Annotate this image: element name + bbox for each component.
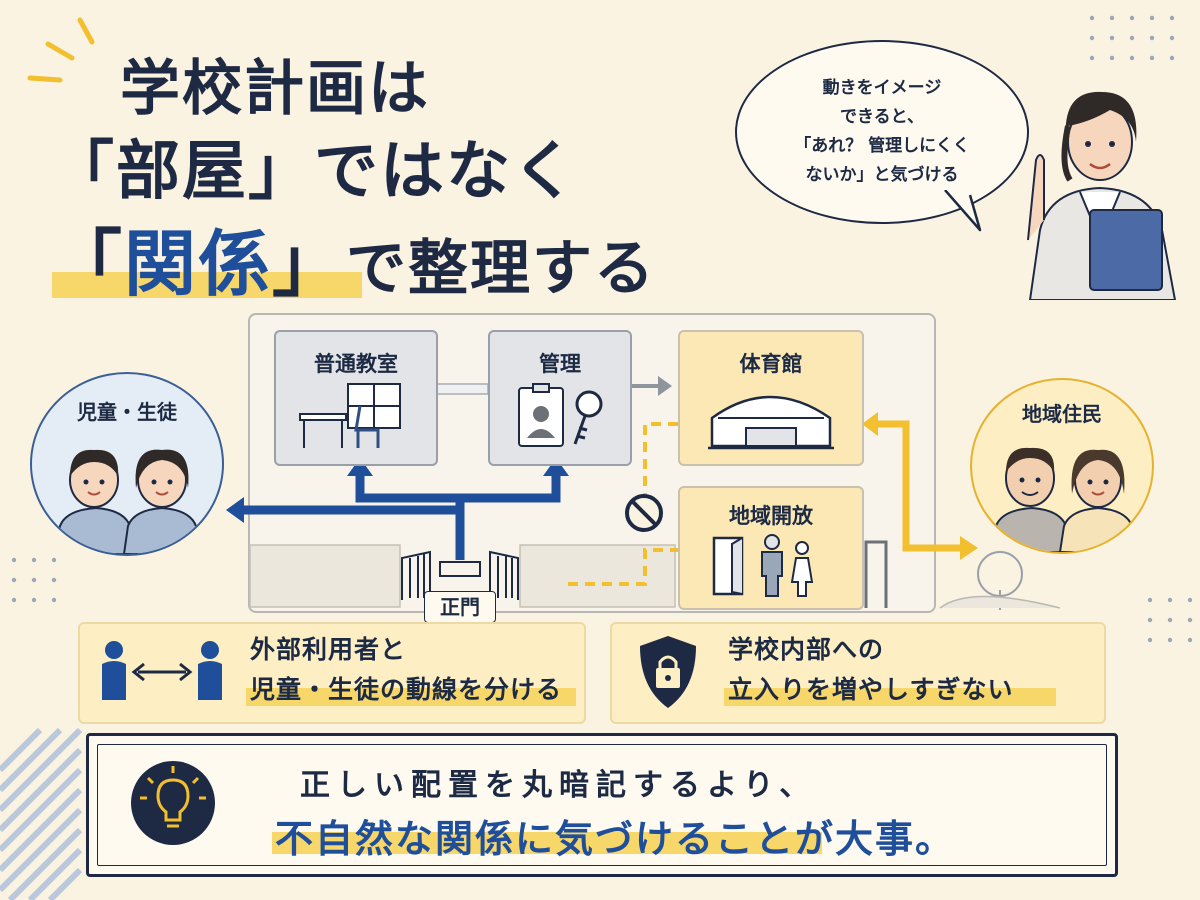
main-gate-label: 正門 — [424, 591, 496, 623]
conclusion-line1: 正しい配置を丸暗記するより、 — [300, 768, 817, 803]
people-separate-icon — [102, 641, 222, 700]
door-people-icon — [712, 534, 814, 597]
conclusion-highlight — [272, 832, 822, 854]
bubble-line: できると、 — [840, 107, 924, 127]
book-icon — [1089, 209, 1163, 291]
shield-lock-icon — [640, 636, 696, 708]
bubble-line: 動きをイメージ — [822, 78, 942, 98]
point-highlight — [724, 688, 1056, 706]
no-entry-icon — [625, 494, 663, 532]
room-community: 地域開放 — [678, 486, 864, 610]
point-security-card — [610, 622, 1106, 724]
point-separate-text: 外部利用者と 児童・生徒の動線を分ける — [250, 630, 562, 710]
desk-chair-icon — [299, 383, 401, 448]
conclusion-inner-border — [97, 744, 1107, 866]
point-highlight — [246, 688, 576, 706]
room-label: 地域開放 — [729, 504, 813, 528]
page-title-line1: 学校計画は — [120, 54, 430, 124]
arrow-right-icon — [658, 376, 672, 396]
bubble-line: 「あれ？ 管理しにくく — [794, 136, 970, 156]
group-label: 地域住民 — [1022, 402, 1102, 426]
title-em-relation: 関係 — [124, 222, 273, 306]
page-title-line3: 「関係」で整理する — [50, 205, 656, 310]
conclusion-line2: 不自然な関係に気づけることが大事。 — [275, 817, 956, 861]
room-label: 管理 — [539, 352, 581, 376]
title-bracket-close: 」ではなく — [248, 135, 578, 209]
title-highlight — [52, 272, 362, 298]
gate-icon — [401, 550, 519, 600]
dot-grid-top — [1089, 15, 1175, 61]
room-classroom: 普通教室 — [274, 330, 438, 466]
page-title-line2: 「部屋」ではなく — [50, 120, 578, 212]
dot-grid-left — [11, 557, 57, 603]
title-em-room: 部屋 — [116, 135, 248, 209]
title-bracket-open: 「 — [50, 135, 116, 209]
group-label: 児童・生徒 — [77, 400, 177, 424]
id-card-key-icon — [518, 383, 603, 447]
speech-bubble: 動きをイメージ できると、 「あれ？ 管理しにくく ないか」と気づける — [735, 40, 1029, 224]
gym-building-icon — [708, 395, 834, 450]
teacher-illustration — [1027, 91, 1177, 300]
point-security-text: 学校内部への 立入りを増やしすぎない — [728, 630, 1014, 710]
tree-icon — [977, 551, 1023, 597]
bubble-line: ないか」と気づける — [805, 165, 959, 185]
group-residents: 地域住民 — [970, 378, 1154, 554]
point-line: 外部利用者と — [250, 635, 407, 664]
room-label: 普通教室 — [314, 352, 398, 376]
lightbulb-icon — [131, 761, 215, 845]
title-rest: で整理する — [346, 234, 657, 304]
point-line: 学校内部への — [728, 635, 885, 664]
sparkle-icon — [27, 17, 95, 83]
room-admin: 管理 — [488, 330, 632, 466]
point-line: 立入りを増やしすぎない — [728, 675, 1014, 704]
room-label: 体育館 — [739, 352, 803, 376]
group-students: 児童・生徒 — [30, 372, 224, 556]
residents-illustration — [988, 447, 1138, 552]
title-bracket-close-2: 」 — [272, 222, 347, 306]
point-line: 児童・生徒の動線を分ける — [250, 675, 563, 704]
students-illustration — [52, 449, 202, 554]
dot-grid-right — [1147, 597, 1193, 643]
title-bracket-open-2: 「 — [50, 222, 125, 306]
bubble-tail — [944, 190, 982, 232]
stripe-pattern — [0, 727, 83, 900]
room-gym: 体育館 — [678, 330, 864, 466]
